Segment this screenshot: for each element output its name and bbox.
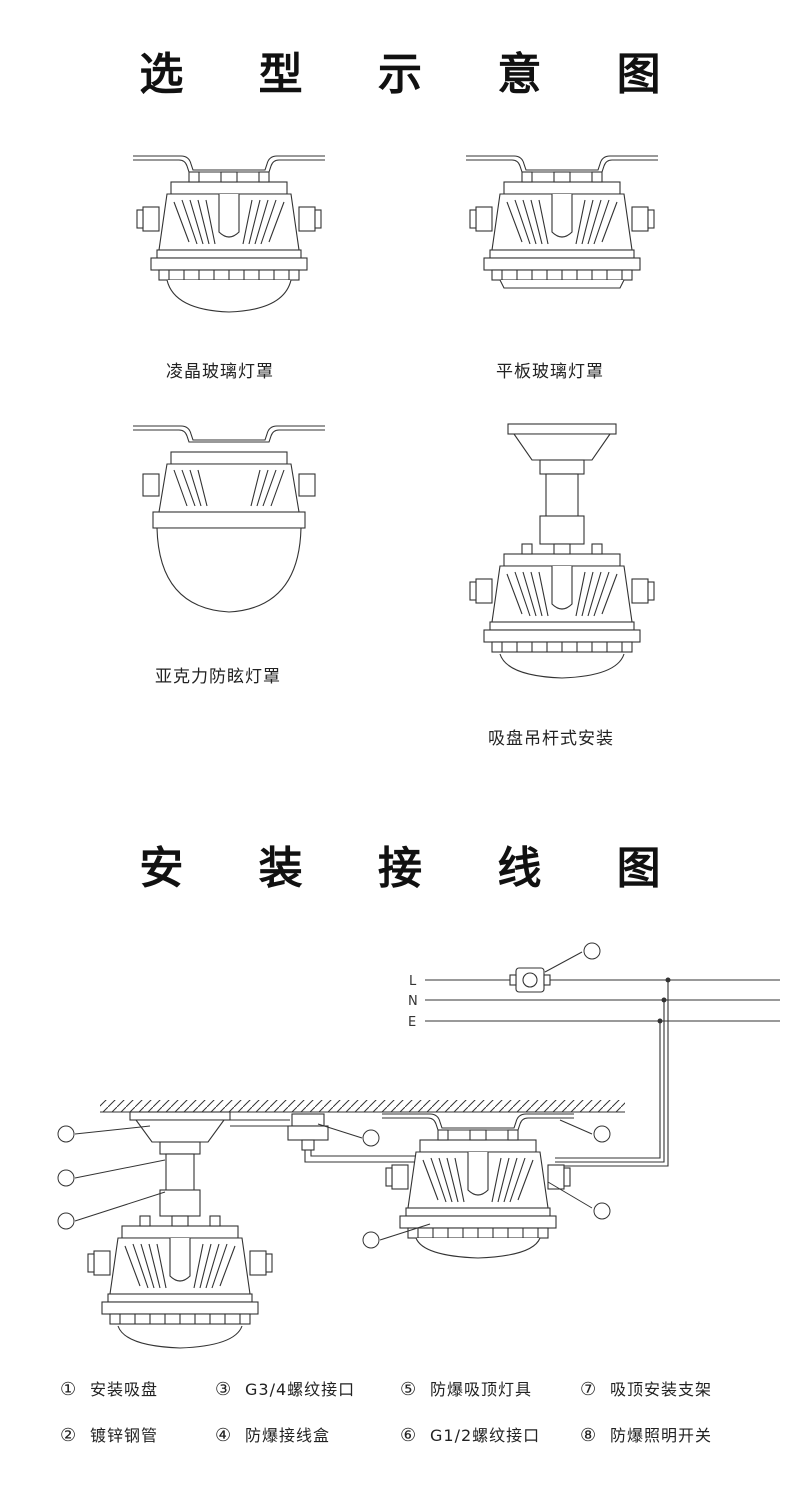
power-lines <box>425 979 780 1022</box>
caption-prism-glass: 凌晶玻璃灯罩 <box>166 362 274 382</box>
line-label-e: E <box>408 1015 416 1030</box>
line-label-l: L <box>409 974 417 989</box>
lamp-flat-glass <box>465 155 659 289</box>
junction-box <box>287 1113 329 1151</box>
caption-pendant-mount: 吸盘吊杆式安装 <box>488 729 614 749</box>
caption-acrylic: 亚克力防眩灯罩 <box>155 667 281 687</box>
wiring-ceiling-lamp <box>381 1113 575 1259</box>
explosion-proof-switch <box>509 967 551 993</box>
leader-lines <box>74 951 593 1241</box>
wiring-pendant-lamp <box>87 1111 273 1349</box>
lamp-prism-glass <box>132 155 326 313</box>
marker-circles <box>57 942 611 1249</box>
conduit-ceiling <box>230 1119 290 1127</box>
line-label-n: N <box>408 994 418 1009</box>
lamp-pendant <box>469 423 655 679</box>
feed-wires <box>555 980 669 1167</box>
conduit-to-lamp <box>304 1150 420 1163</box>
ceiling <box>100 1100 625 1113</box>
selection-title: 选 型 示 意 图 <box>139 49 691 100</box>
lamp-acrylic-dome <box>132 425 326 613</box>
wiring-title: 安 装 接 线 图 <box>139 843 691 894</box>
caption-flat-glass: 平板玻璃灯罩 <box>496 362 604 382</box>
